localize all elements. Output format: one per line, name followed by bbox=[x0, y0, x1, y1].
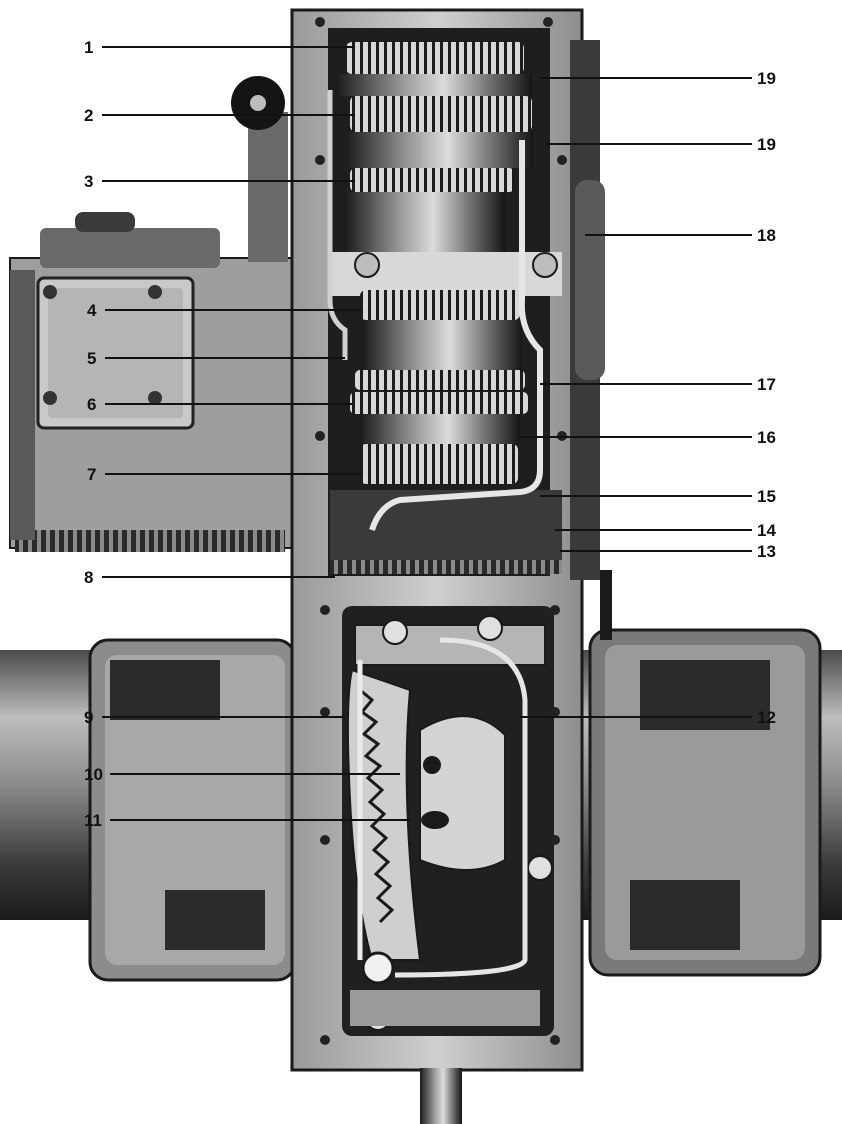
callouts-right: 19 19 18 17 16 15 14 13 12 bbox=[520, 69, 776, 727]
callout-label-16: 16 bbox=[757, 428, 776, 447]
callout-label-6: 6 bbox=[87, 395, 96, 414]
callout-label-19a: 19 bbox=[757, 69, 776, 88]
callout-label-1: 1 bbox=[84, 38, 93, 57]
callout-label-19b: 19 bbox=[757, 135, 776, 154]
differential bbox=[346, 615, 553, 1031]
callout-label-9: 9 bbox=[84, 708, 93, 727]
callout-label-18: 18 bbox=[757, 226, 776, 245]
gear-stack-upper bbox=[327, 42, 562, 574]
callout-label-4: 4 bbox=[87, 301, 97, 320]
side-gearbox bbox=[9, 212, 301, 552]
shift-knob bbox=[231, 76, 288, 262]
callout-label-3: 3 bbox=[84, 172, 93, 191]
callout-label-11: 11 bbox=[84, 811, 102, 830]
callouts-left: 1 2 3 4 5 6 7 8 9 10 11 bbox=[84, 38, 410, 830]
callout-label-17: 17 bbox=[757, 375, 776, 394]
callout-label-15: 15 bbox=[757, 487, 776, 506]
callout-label-2: 2 bbox=[84, 106, 93, 125]
callout-label-7: 7 bbox=[87, 465, 96, 484]
callout-label-8: 8 bbox=[84, 568, 93, 587]
callout-label-5: 5 bbox=[87, 349, 96, 368]
callout-label-10: 10 bbox=[84, 765, 103, 784]
callout-label-12: 12 bbox=[757, 708, 776, 727]
callout-label-13: 13 bbox=[757, 542, 776, 561]
callout-label-14: 14 bbox=[757, 521, 776, 540]
